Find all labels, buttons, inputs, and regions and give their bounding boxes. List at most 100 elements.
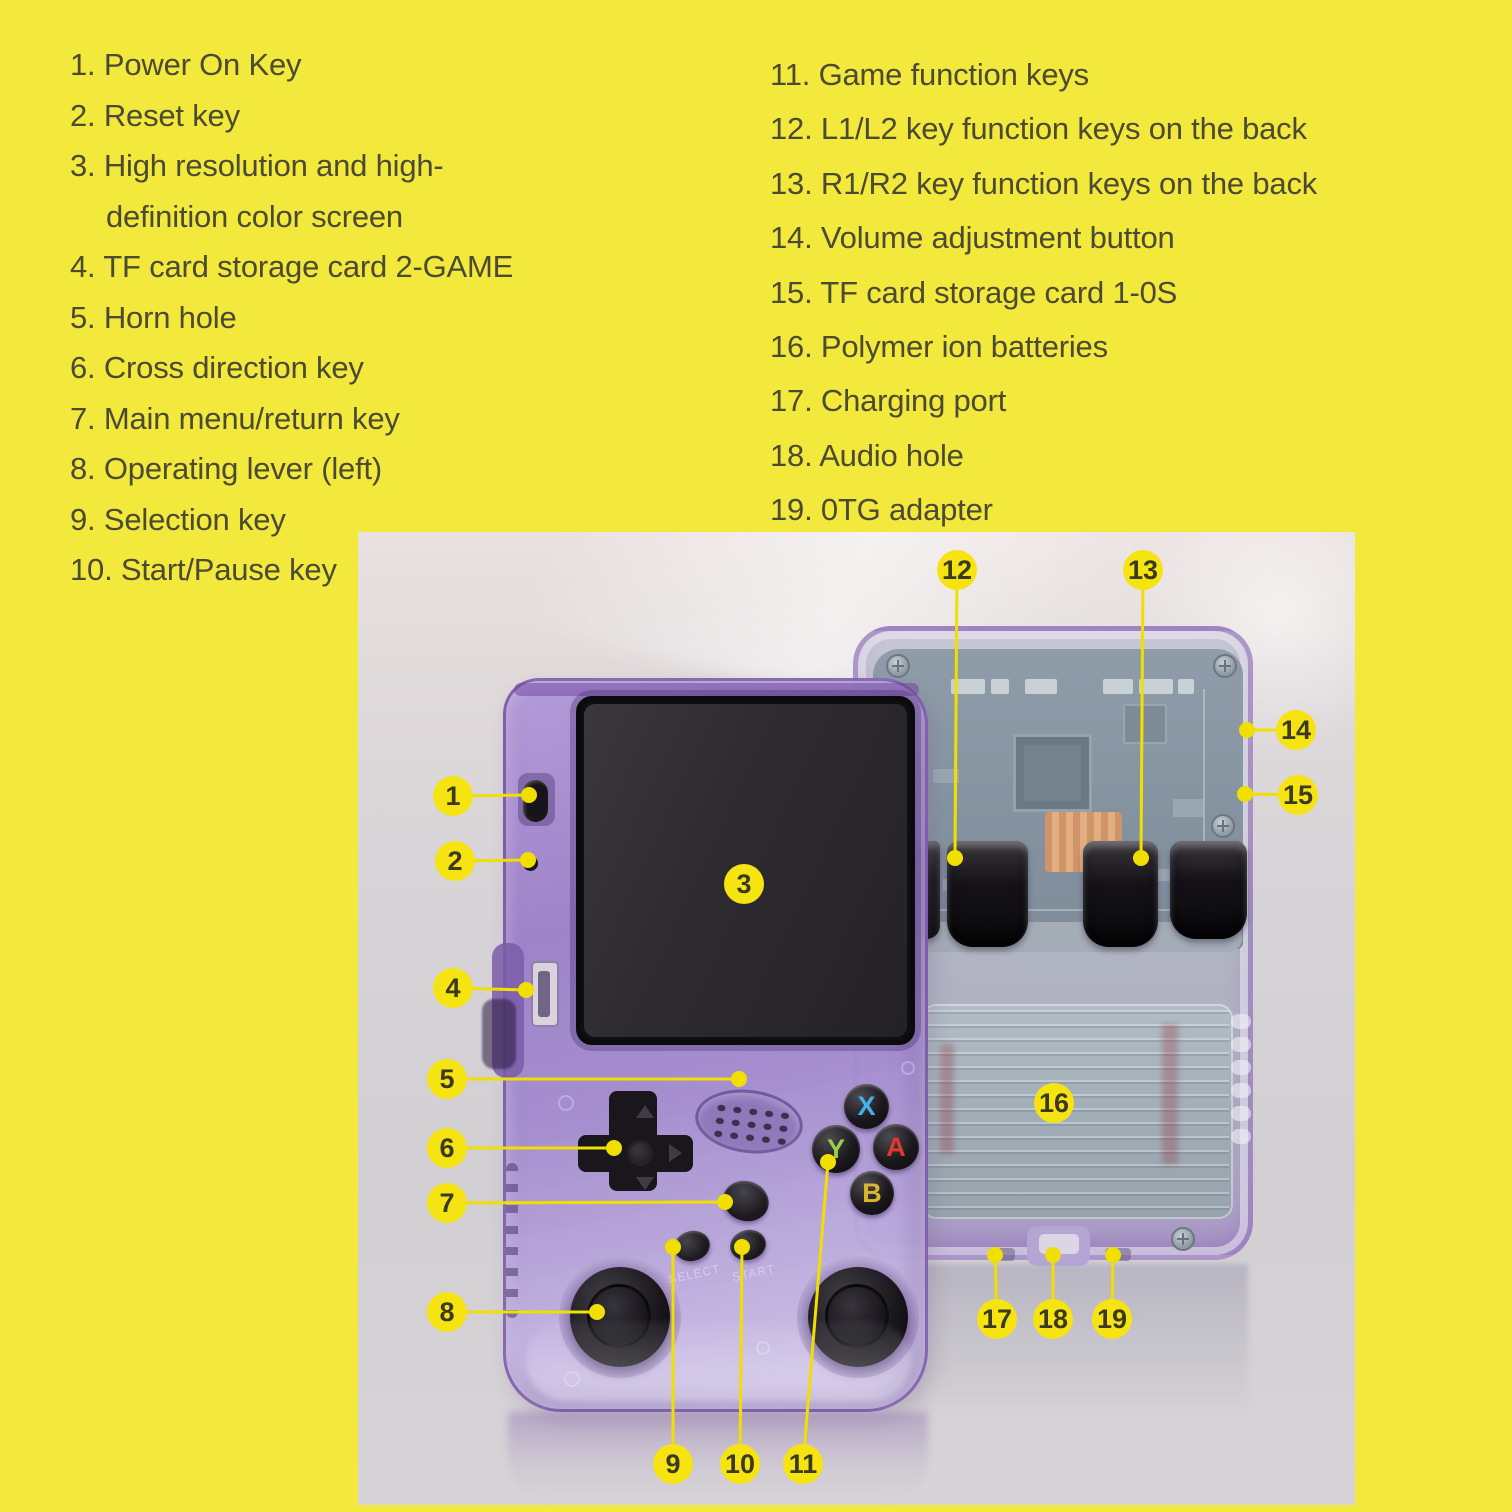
callout-14: 14 xyxy=(1276,710,1316,750)
menu-return-button xyxy=(717,1174,775,1228)
list-item: 4. TF card storage card 2-GAME xyxy=(70,249,514,284)
speaker-grille xyxy=(691,1083,807,1160)
button-y-label: Y xyxy=(826,1133,845,1164)
grip-ridges xyxy=(506,1163,518,1318)
list-item: 18. Audio hole xyxy=(770,437,964,473)
callout-13: 13 xyxy=(1123,550,1163,590)
audio-port xyxy=(1039,1234,1079,1254)
cpu-chip xyxy=(1013,734,1092,812)
screw xyxy=(1211,814,1235,838)
list-item: 16. Polymer ion batteries xyxy=(770,329,1108,365)
callout-2: 2 xyxy=(435,841,475,881)
case-top-rim xyxy=(514,683,919,696)
case-rib xyxy=(1231,1014,1251,1029)
memory-chip xyxy=(1123,704,1167,744)
button-a-label: A xyxy=(886,1131,906,1162)
feature-list-left: 1. Power On Key 2. Reset key 3. High resol… xyxy=(70,40,710,596)
case-bottom-glow xyxy=(526,1321,911,1401)
screw xyxy=(1171,1227,1195,1251)
list-item: 9. Selection key xyxy=(70,501,286,537)
case-post xyxy=(901,1061,915,1075)
list-item: 11. Game function keys xyxy=(770,57,1089,92)
case-rib xyxy=(1231,1060,1251,1075)
callout-15: 15 xyxy=(1278,775,1318,815)
callout-4: 4 xyxy=(433,968,473,1008)
button-b-label: B xyxy=(862,1177,882,1208)
joystick-left xyxy=(570,1267,670,1367)
button-y: Y xyxy=(812,1125,860,1173)
pcb-trace xyxy=(1203,689,1205,919)
reset-button xyxy=(523,856,538,871)
pcb-pad xyxy=(1025,679,1057,694)
dpad-right-arrow-icon xyxy=(669,1144,682,1162)
callout-11: 11 xyxy=(783,1444,823,1484)
tf-card-slot xyxy=(531,961,559,1027)
button-x-label: X xyxy=(857,1091,876,1121)
case-rib xyxy=(1231,1037,1251,1052)
callout-16: 16 xyxy=(1034,1083,1074,1123)
list-item: 19. 0TG adapter xyxy=(770,492,993,528)
case-rib xyxy=(1231,1106,1251,1121)
list-item: 10. Start/Pause key xyxy=(70,552,337,587)
callout-3: 3 xyxy=(724,864,764,904)
list-item: 7. Main menu/return key xyxy=(70,400,400,436)
start-button xyxy=(726,1226,770,1264)
pcb-component xyxy=(1153,869,1175,881)
list-item: 17. Charging port xyxy=(770,383,1007,419)
callout-1: 1 xyxy=(433,776,473,816)
case-post xyxy=(564,1371,580,1387)
button-x: X xyxy=(844,1084,889,1129)
shoulder-button-r2 xyxy=(1170,841,1247,939)
callout-17: 17 xyxy=(977,1299,1017,1339)
list-item: 14. Volume adjustment button xyxy=(770,220,1175,256)
list-item: 5. Horn hole xyxy=(70,299,237,335)
callout-6: 6 xyxy=(427,1128,467,1168)
callout-12: 12 xyxy=(937,550,977,590)
pcb-pad xyxy=(991,679,1009,694)
wire-hint xyxy=(1162,1024,1178,1164)
shoulder-button-r1 xyxy=(1083,841,1158,947)
callout-19: 19 xyxy=(1092,1299,1132,1339)
battery-ridges xyxy=(926,1010,1229,1213)
console-front-view: X A Y B SELECT START xyxy=(482,678,928,1412)
list-item: 3. High resolution and high- definition … xyxy=(70,148,444,234)
select-button xyxy=(670,1227,714,1265)
list-item: 13. R1/R2 key function keys on the back xyxy=(770,165,1318,201)
shoulder-button-l1 xyxy=(947,841,1028,947)
case-post xyxy=(756,1341,770,1355)
list-item: 6. Cross direction key xyxy=(70,350,364,385)
callout-10: 10 xyxy=(720,1444,760,1484)
callout-8: 8 xyxy=(427,1292,467,1332)
dpad-down-arrow-icon xyxy=(636,1177,654,1190)
pcb-pad xyxy=(1103,679,1133,694)
case-rib xyxy=(1231,1083,1251,1098)
dpad-up-arrow-icon xyxy=(636,1105,654,1118)
wire-hint xyxy=(940,1044,954,1154)
pcb-pad xyxy=(1139,679,1173,694)
button-b: B xyxy=(850,1171,894,1215)
select-label: SELECT xyxy=(667,1261,722,1287)
button-a: A xyxy=(873,1124,919,1170)
reflection-front xyxy=(508,1412,928,1504)
callout-9: 9 xyxy=(653,1444,693,1484)
otg-port xyxy=(1105,1248,1131,1261)
pcb-component xyxy=(1173,799,1203,817)
list-item: 2. Reset key xyxy=(70,97,240,133)
screw xyxy=(1213,654,1237,678)
list-item: 15. TF card storage card 1-0S xyxy=(770,274,1178,310)
list-item: 1. Power On Key xyxy=(70,47,302,82)
screw xyxy=(886,654,910,678)
pcb-pad xyxy=(951,679,985,694)
case-post xyxy=(558,1095,574,1111)
dpad-center xyxy=(627,1140,653,1166)
charging-port xyxy=(989,1248,1015,1261)
battery-pack xyxy=(922,1004,1233,1219)
product-photo: X A Y B SELECT START xyxy=(358,532,1355,1505)
pcb-pad xyxy=(1178,679,1194,694)
pcb-trace xyxy=(903,909,1203,911)
power-button xyxy=(523,780,548,822)
list-item: 8. Operating lever (left) xyxy=(70,451,383,486)
speaker-holes xyxy=(709,1100,794,1151)
